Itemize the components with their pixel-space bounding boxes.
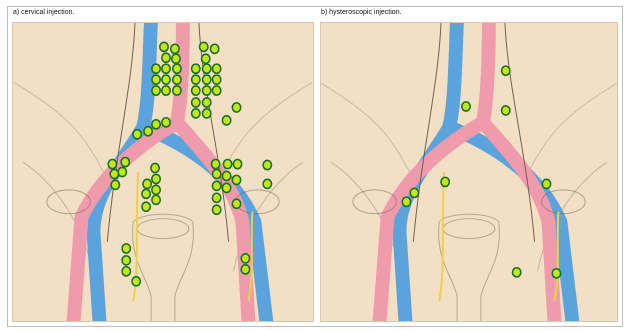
lymph-node-17: [203, 64, 211, 73]
panel-a-title: a) cervical injection.: [13, 9, 74, 16]
lymph-node-60: [122, 244, 130, 253]
lymph-node-18: [212, 64, 220, 73]
lymph-node-16: [192, 64, 200, 73]
lymph-node-6: [402, 197, 410, 206]
lymph-node-55: [212, 193, 220, 202]
lymph-node-47: [211, 159, 219, 168]
lymph-node-24: [212, 86, 220, 95]
lymph-node-32: [152, 120, 160, 129]
lymph-node-43: [152, 185, 160, 194]
lymph-node-22: [192, 86, 200, 95]
lymph-node-34: [133, 130, 141, 139]
lymph-node-57: [212, 205, 220, 214]
panel-hysteroscopic-injection: [320, 22, 618, 322]
lymph-node-61: [122, 256, 130, 265]
lymph-node-41: [152, 174, 160, 183]
lymph-node-8: [552, 269, 560, 278]
lymph-node-39: [111, 180, 119, 189]
lymph-node-9: [173, 75, 181, 84]
lymph-node-4: [152, 64, 160, 73]
lymph-node-7: [152, 75, 160, 84]
lymph-node-65: [241, 265, 249, 274]
lymph-node-35: [121, 157, 129, 166]
lymph-node-5: [162, 64, 170, 73]
lymph-node-36: [108, 159, 116, 168]
lymph-node-29: [232, 103, 240, 112]
lymph-node-63: [132, 277, 140, 286]
lymph-node-52: [232, 175, 240, 184]
lymph-node-20: [203, 75, 211, 84]
lymph-node-23: [203, 86, 211, 95]
lymph-node-33: [144, 127, 152, 136]
lymph-node-19: [192, 75, 200, 84]
panel-cervical-injection: [12, 22, 314, 322]
lymph-node-6: [173, 64, 181, 73]
lymph-node-44: [142, 189, 150, 198]
lymph-node-50: [212, 169, 220, 178]
lymph-node-1: [171, 44, 179, 53]
lymph-node-15: [202, 54, 210, 63]
lymph-node-25: [192, 98, 200, 107]
lymph-node-45: [152, 195, 160, 204]
lymph-node-31: [162, 118, 170, 127]
lymph-node-0: [502, 66, 510, 75]
lymph-node-48: [223, 159, 231, 168]
lymph-node-64: [241, 254, 249, 263]
lymph-node-27: [192, 109, 200, 118]
lymph-node-2: [502, 106, 510, 115]
lymph-node-2: [162, 53, 170, 62]
lymph-node-10: [152, 86, 160, 95]
anatomy-diagram-b: [321, 23, 617, 321]
lymph-node-46: [142, 202, 150, 211]
lymph-node-1: [462, 102, 470, 111]
lymph-node-40: [151, 163, 159, 172]
lymph-node-26: [203, 98, 211, 107]
lymph-node-56: [232, 199, 240, 208]
lymph-node-21: [212, 75, 220, 84]
lymph-node-54: [222, 183, 230, 192]
lymph-node-11: [162, 86, 170, 95]
lymph-node-8: [162, 75, 170, 84]
lymph-node-5: [410, 188, 418, 197]
lymph-node-49: [233, 159, 241, 168]
lymph-node-12: [173, 86, 181, 95]
anatomy-group: [321, 23, 617, 321]
lymph-node-13: [200, 42, 208, 51]
lymph-node-42: [143, 179, 151, 188]
lymph-node-14: [210, 44, 218, 53]
lymph-node-4: [542, 179, 550, 188]
anatomy-group: [13, 23, 313, 321]
lymph-node-28: [203, 109, 211, 118]
lymph-node-59: [263, 179, 271, 188]
panel-b-title: b) hysteroscopic injection.: [321, 9, 402, 16]
lymph-node-0: [160, 42, 168, 51]
lymph-node-37: [118, 167, 126, 176]
lymph-node-7: [513, 268, 521, 277]
lymph-node-3: [441, 177, 449, 186]
lymph-node-53: [212, 181, 220, 190]
lymph-node-58: [263, 160, 271, 169]
anatomy-diagram-a: [13, 23, 313, 321]
lymph-node-30: [222, 116, 230, 125]
lymph-node-51: [222, 171, 230, 180]
lymph-node-38: [110, 169, 118, 178]
lymph-node-62: [122, 267, 130, 276]
lymph-node-3: [172, 54, 180, 63]
